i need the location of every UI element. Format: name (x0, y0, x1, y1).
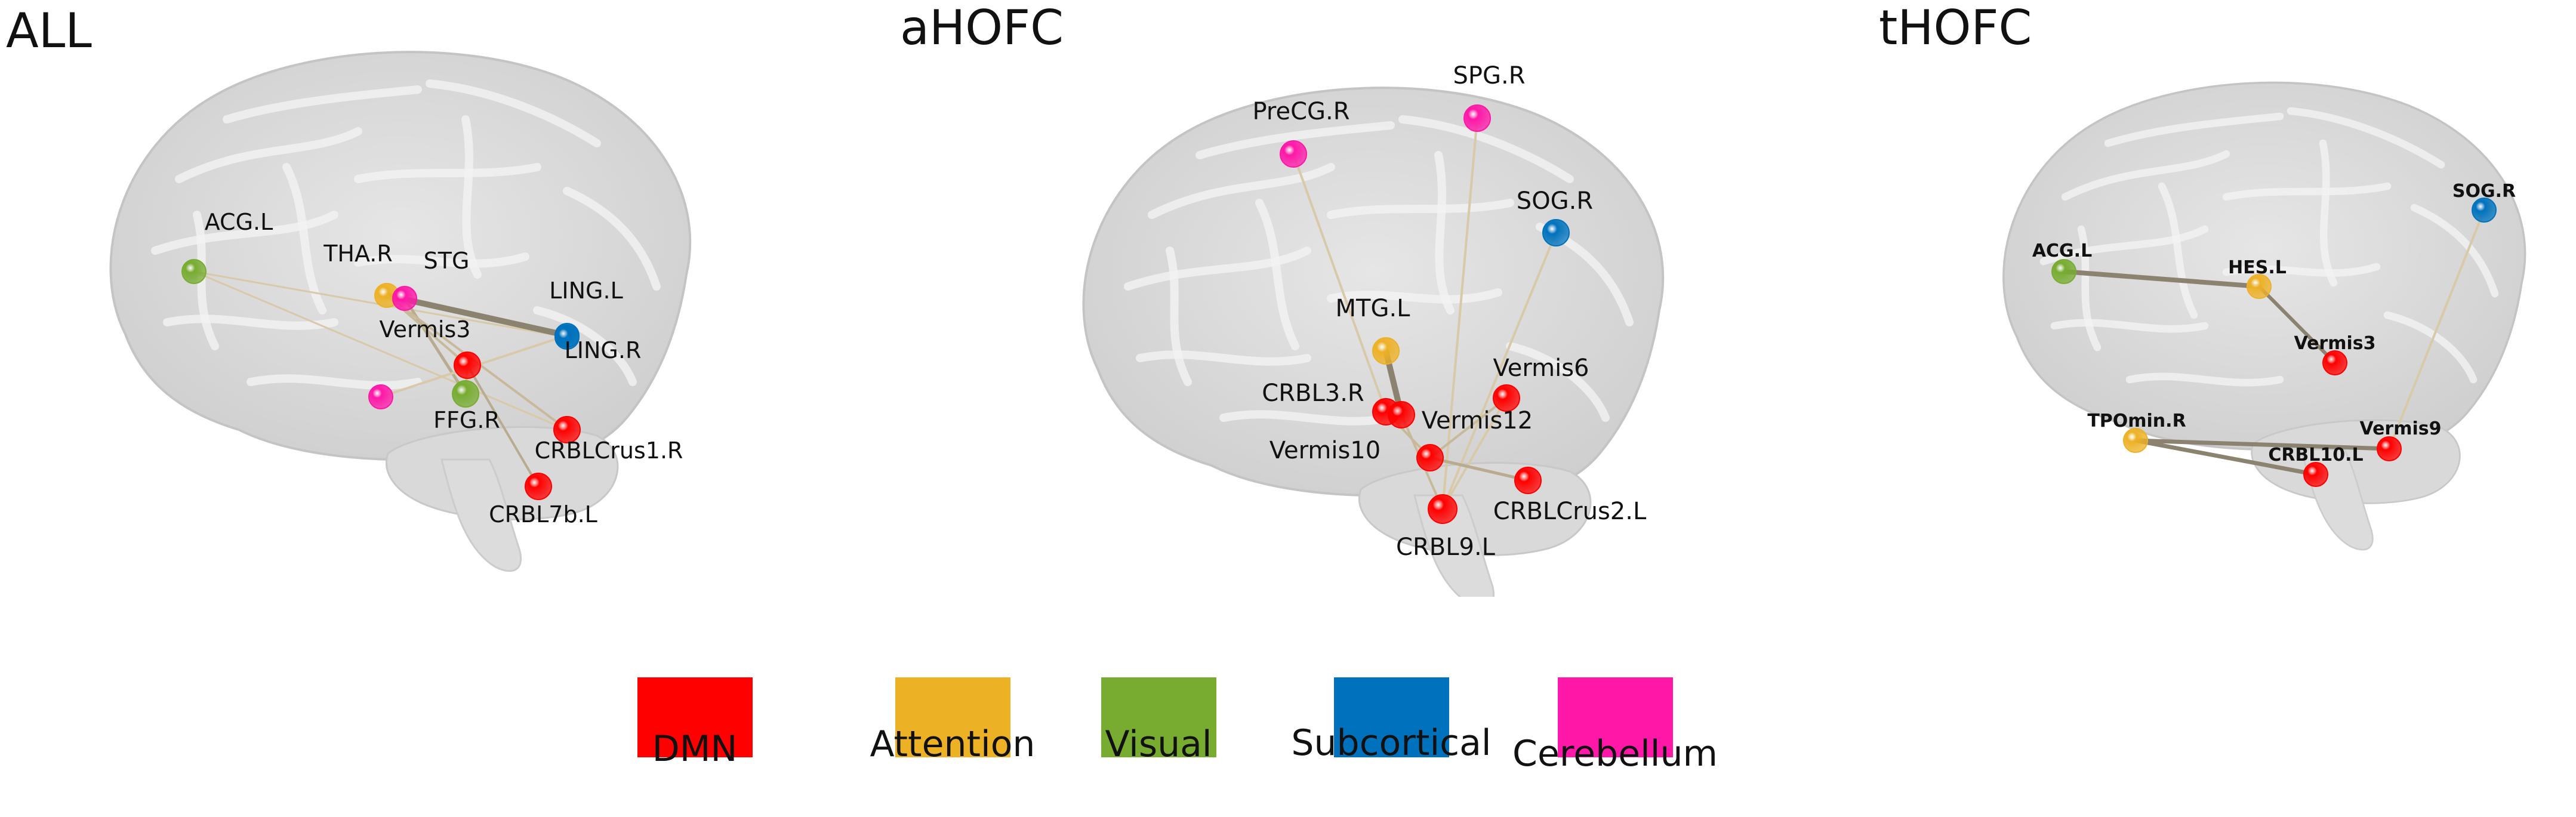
legend-label-subcortical: Subcortical (1291, 722, 1492, 764)
legend-label-cerebellum: Cerebellum (1512, 733, 1718, 775)
brain-silhouette (109, 51, 692, 572)
node-label: Vermis12 (1422, 407, 1533, 434)
node-label: Vermis3 (2294, 333, 2376, 354)
node-sphere (181, 259, 207, 284)
node-sphere (553, 416, 581, 443)
node-label: Vermis3 (380, 316, 471, 343)
connection-edge (1429, 397, 1508, 459)
legend-label-attention: Attention (870, 723, 1036, 765)
connection-edge (466, 364, 540, 488)
node-sphere (1542, 219, 1570, 246)
node-sphere (1372, 337, 1400, 365)
connection-edge (2388, 209, 2485, 450)
node-sphere (2472, 198, 2497, 223)
node-sphere (452, 380, 479, 408)
node-label: CRBL9.L (1396, 534, 1496, 561)
node-label: FFG.R (433, 407, 500, 433)
node-label: LING.L (549, 278, 623, 304)
legend-label-dmn: DMN (652, 728, 738, 770)
node-label: STG (424, 248, 470, 274)
legend-swatch-attention (895, 677, 1010, 757)
node-label: TPOmin.R (2087, 411, 2186, 431)
brain-silhouette (2002, 81, 2526, 551)
connection-edge (403, 297, 467, 396)
node-label: SOG.R (2452, 181, 2516, 202)
node-sphere (1514, 467, 1542, 494)
node-sphere (525, 473, 552, 500)
connection-edge (384, 292, 570, 338)
node-sphere (1493, 384, 1520, 412)
node-label: THA.R (323, 241, 393, 267)
legend-swatch-visual (1101, 677, 1216, 757)
connection-edge (1292, 153, 1387, 413)
node-sphere (1388, 401, 1415, 428)
node-sphere (1280, 140, 1307, 168)
connection-edge (2133, 438, 2318, 477)
node-sphere (1463, 104, 1491, 132)
node-sphere (554, 325, 580, 350)
node-label: SPG.R (1453, 62, 1525, 90)
node-label: SOG.R (1517, 187, 1593, 215)
node-sphere (2322, 350, 2347, 375)
node-sphere (2123, 428, 2148, 453)
node-sphere (2377, 436, 2402, 461)
legend-swatch-dmn (637, 677, 753, 757)
node-label: CRBLCrus1.R (535, 437, 683, 464)
panel-title-all: ALL (6, 3, 92, 58)
node-sphere (2051, 259, 2076, 284)
panel-title-ahofc: aHOFC (900, 0, 1064, 56)
node-label: Vermis6 (1493, 354, 1589, 382)
node-label: LING.R (565, 337, 642, 363)
legend-label-visual: Visual (1105, 723, 1212, 765)
node-label: MTG.L (1336, 295, 1411, 322)
node-sphere (454, 352, 481, 379)
node-label: Vermis9 (2360, 418, 2442, 439)
connection-edge (1428, 456, 1530, 482)
node-label: CRBLCrus2.L (1493, 498, 1647, 525)
node-sphere (2303, 462, 2328, 487)
legend-swatch-cerebellum (1558, 677, 1673, 757)
node-label: ACG.L (205, 209, 273, 235)
node-label: Vermis10 (1269, 437, 1381, 464)
node-sphere (1416, 444, 1444, 471)
node-sphere (1428, 494, 1458, 524)
legend-swatch-subcortical (1334, 677, 1449, 757)
connection-edge (2133, 438, 2392, 451)
node-label: CRBL3.R (1262, 380, 1364, 407)
node-sphere (392, 286, 417, 311)
connection-edge (1441, 397, 1508, 510)
node-label: ACG.L (2032, 241, 2092, 261)
node-label: CRBL7b.L (489, 501, 597, 528)
connection-edge (1441, 232, 1557, 510)
node-sphere (368, 384, 393, 409)
connection-edge (193, 270, 568, 431)
panel-title-thofc: tHOFC (1879, 0, 2032, 56)
node-sphere (2247, 274, 2272, 299)
node-label: PreCG.R (1252, 98, 1349, 125)
connection-edge (2257, 285, 2337, 365)
node-label: CRBL10.L (2268, 445, 2363, 465)
connection-edge (2062, 269, 2261, 289)
node-label: HES.L (2228, 257, 2287, 278)
